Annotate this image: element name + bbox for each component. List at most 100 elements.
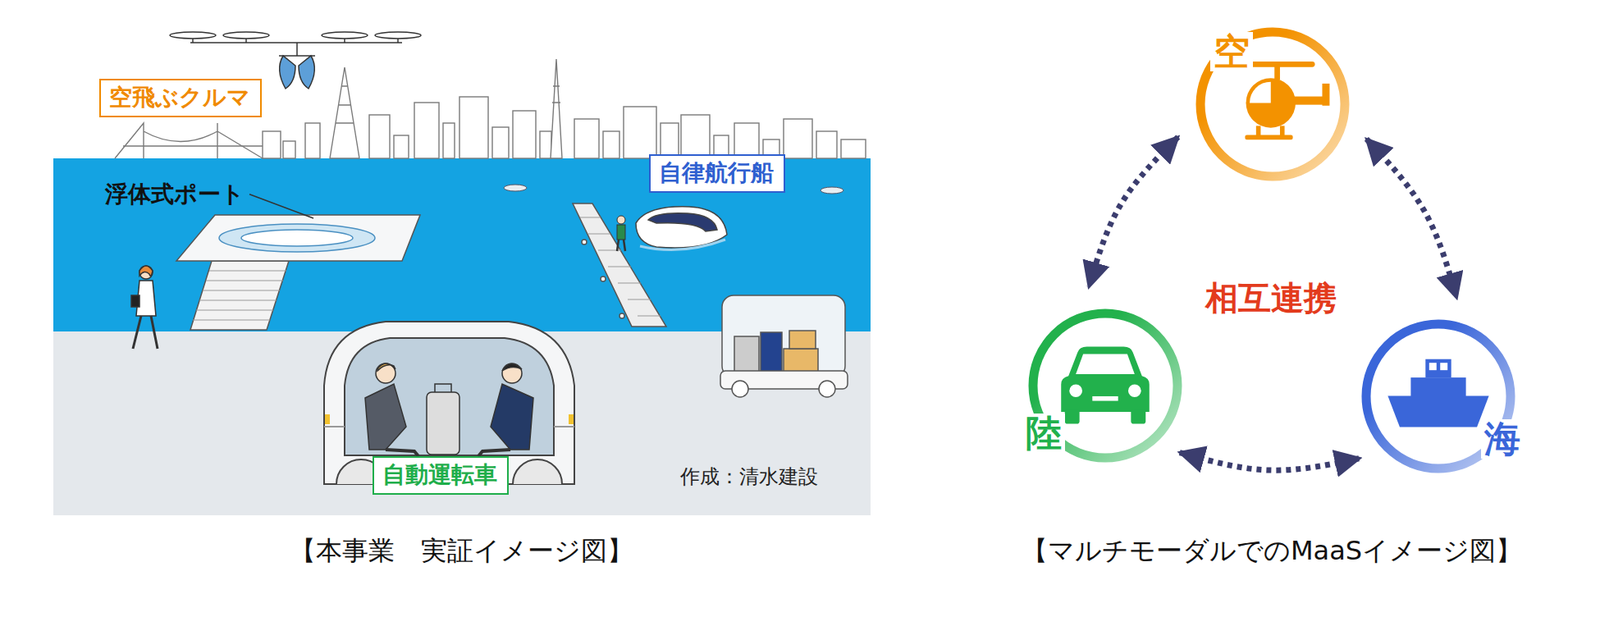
ship-pier-part <box>600 276 606 282</box>
pier-person-part <box>617 239 626 252</box>
heli-icon <box>1246 77 1296 128</box>
circle-ring <box>1200 32 1345 177</box>
floating-port-part <box>190 260 289 330</box>
autonomous-ship-part <box>648 213 718 232</box>
ground <box>53 331 871 516</box>
small-boat-part <box>503 184 527 192</box>
autonomous-car-part <box>344 338 554 456</box>
car-passenger-part <box>490 384 534 450</box>
walking-woman <box>131 265 158 349</box>
skyline-part <box>414 102 439 159</box>
ship-pier-part <box>581 239 587 245</box>
ship-icon <box>1425 359 1451 378</box>
skyline-part <box>283 141 296 159</box>
flying-car-part <box>374 32 421 39</box>
skyline-part <box>114 123 263 159</box>
cargo-robot-part <box>818 380 836 398</box>
flying-car-part <box>279 55 296 89</box>
mode-label: 空 <box>1210 32 1253 72</box>
car-passenger-part <box>478 449 511 457</box>
part-label: 浮体式ポート <box>105 180 245 209</box>
heli-icon <box>1321 83 1330 106</box>
flying-car-part <box>278 54 316 57</box>
cargo-robot-part <box>734 336 759 374</box>
car-passenger-part <box>502 363 522 384</box>
skyline-part <box>123 145 263 147</box>
floating-port <box>176 214 421 330</box>
skyline-part <box>262 131 281 159</box>
small-boat-part <box>820 187 844 194</box>
floating-port-part <box>192 270 287 320</box>
car-passenger-part <box>502 363 522 371</box>
autonomous-ship-part <box>635 206 727 248</box>
cargo-robot-part <box>760 332 782 374</box>
ship-icon <box>1410 377 1466 398</box>
callout-box: 自動運転車 <box>372 456 509 495</box>
floating-port-part <box>241 229 353 247</box>
heli-icon <box>1244 135 1293 141</box>
flying-car-part <box>190 41 403 44</box>
ship-icon <box>1387 396 1489 428</box>
callout-text: 自律航行船 <box>658 158 776 188</box>
callout-box: 自律航行船 <box>649 154 786 193</box>
callout-text: 空飛ぶクルマ <box>109 82 252 113</box>
car-passenger-part <box>434 384 452 393</box>
car-passenger-part <box>426 392 460 455</box>
cargo-robot <box>720 295 848 398</box>
cargo-robot-part <box>731 380 749 398</box>
ship-icon <box>1440 362 1448 371</box>
link-arrow <box>1366 138 1457 298</box>
skyline-part <box>329 67 360 159</box>
flying-car-part <box>296 42 298 56</box>
walking-woman-part <box>139 265 153 279</box>
car-passenger-part <box>375 363 396 384</box>
center-label: 相互連携 <box>1205 278 1337 318</box>
skyline-part <box>783 118 813 159</box>
heli-icon <box>1274 64 1280 80</box>
mode-circle: 空 <box>1190 22 1355 187</box>
skyline-part <box>550 59 563 159</box>
pier-person-part <box>617 215 626 224</box>
cargo-robot-part <box>722 295 846 378</box>
autonomous-ship <box>635 206 727 251</box>
ground-part <box>53 331 871 516</box>
mode-icon <box>1387 359 1489 428</box>
skyline-part <box>305 123 320 159</box>
callout-box: 空飛ぶクルマ <box>99 78 262 118</box>
car-passenger-part <box>385 449 419 457</box>
mode-label: 陸 <box>1022 413 1066 453</box>
car-icon <box>1092 396 1118 402</box>
pier-person <box>617 215 626 252</box>
skyline-part <box>369 114 390 159</box>
car-icon <box>1130 409 1146 425</box>
skyline-part <box>816 131 837 159</box>
skyline-part <box>681 114 710 159</box>
walking-woman-part <box>139 265 153 276</box>
skyline-part <box>539 131 552 159</box>
flying-car-part <box>223 32 270 39</box>
car-icon <box>1128 384 1142 398</box>
car-passenger-part <box>365 384 407 450</box>
ship-icon <box>1429 362 1437 371</box>
callout-text: 自動運転車 <box>382 460 499 490</box>
skyline-part <box>393 135 409 159</box>
skyline-part <box>603 131 620 159</box>
flying-car-part <box>321 32 368 39</box>
autonomous-car-part <box>324 414 330 425</box>
skyline-part <box>734 123 759 159</box>
car-icon <box>1060 346 1150 412</box>
car-icon <box>1065 409 1080 425</box>
car-passenger <box>365 363 534 457</box>
pier-person-part <box>617 224 626 240</box>
heli-icon <box>1249 82 1271 104</box>
skyline-part <box>492 127 509 159</box>
autonomous-car-part <box>568 414 574 425</box>
floating-port-part <box>219 224 375 252</box>
mode-circle: 海 <box>1356 314 1521 479</box>
car-passenger-part <box>377 363 396 371</box>
floating-port-part <box>176 214 421 261</box>
skyline-part <box>512 110 536 159</box>
mode-label: 海 <box>1481 419 1524 459</box>
mode-icon <box>1234 61 1330 140</box>
